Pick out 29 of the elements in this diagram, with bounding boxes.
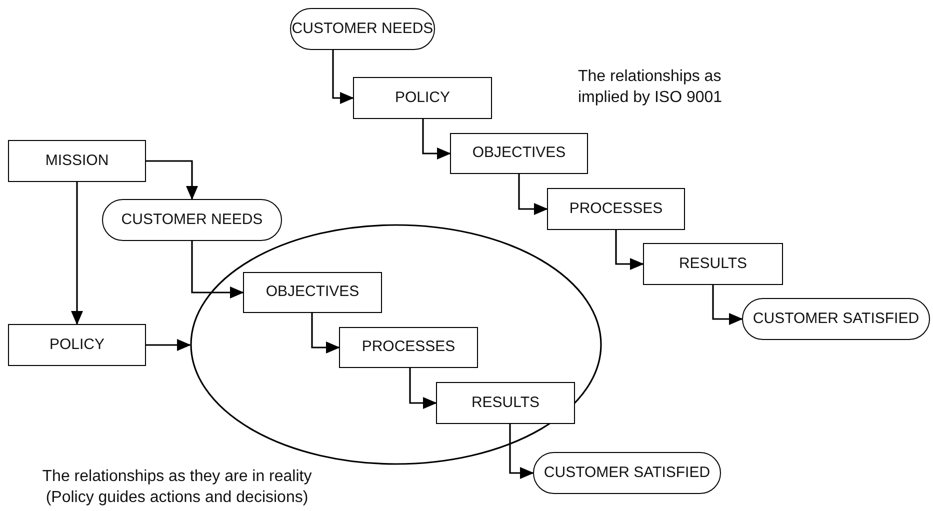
process-box: OBJECTIVES bbox=[243, 272, 382, 313]
arrow bbox=[332, 50, 354, 104]
arrow bbox=[311, 313, 340, 354]
grouping-ellipse bbox=[190, 224, 602, 465]
annotation-text: (Policy guides actions and decisions) bbox=[46, 488, 308, 508]
process-box: POLICY bbox=[353, 77, 492, 119]
arrow bbox=[712, 285, 743, 325]
arrow bbox=[71, 182, 83, 325]
process-box: RESULTS bbox=[643, 243, 783, 285]
terminal-node: CUSTOMER SATISFIED bbox=[533, 452, 721, 494]
terminal-node: CUSTOMER SATISFIED bbox=[742, 298, 930, 340]
arrow bbox=[422, 119, 451, 160]
process-box: MISSION bbox=[8, 140, 146, 182]
annotation-text: The relationships as implied by ISO 9001 bbox=[578, 67, 724, 108]
arrow bbox=[518, 174, 548, 215]
process-box: PROCESSES bbox=[547, 188, 685, 230]
process-box: RESULTS bbox=[436, 382, 575, 424]
annotation-text: The relationships as they are in reality bbox=[42, 467, 312, 487]
arrow bbox=[615, 230, 644, 270]
process-box: POLICY bbox=[8, 324, 146, 366]
process-box: PROCESSES bbox=[339, 327, 478, 368]
process-box: OBJECTIVES bbox=[450, 133, 588, 174]
arrow bbox=[146, 160, 198, 200]
terminal-node: CUSTOMER NEEDS bbox=[290, 8, 435, 50]
arrow bbox=[191, 241, 244, 298]
arrow bbox=[146, 339, 191, 351]
arrow bbox=[509, 424, 534, 479]
terminal-node: CUSTOMER NEEDS bbox=[102, 199, 282, 241]
arrow bbox=[409, 368, 437, 409]
